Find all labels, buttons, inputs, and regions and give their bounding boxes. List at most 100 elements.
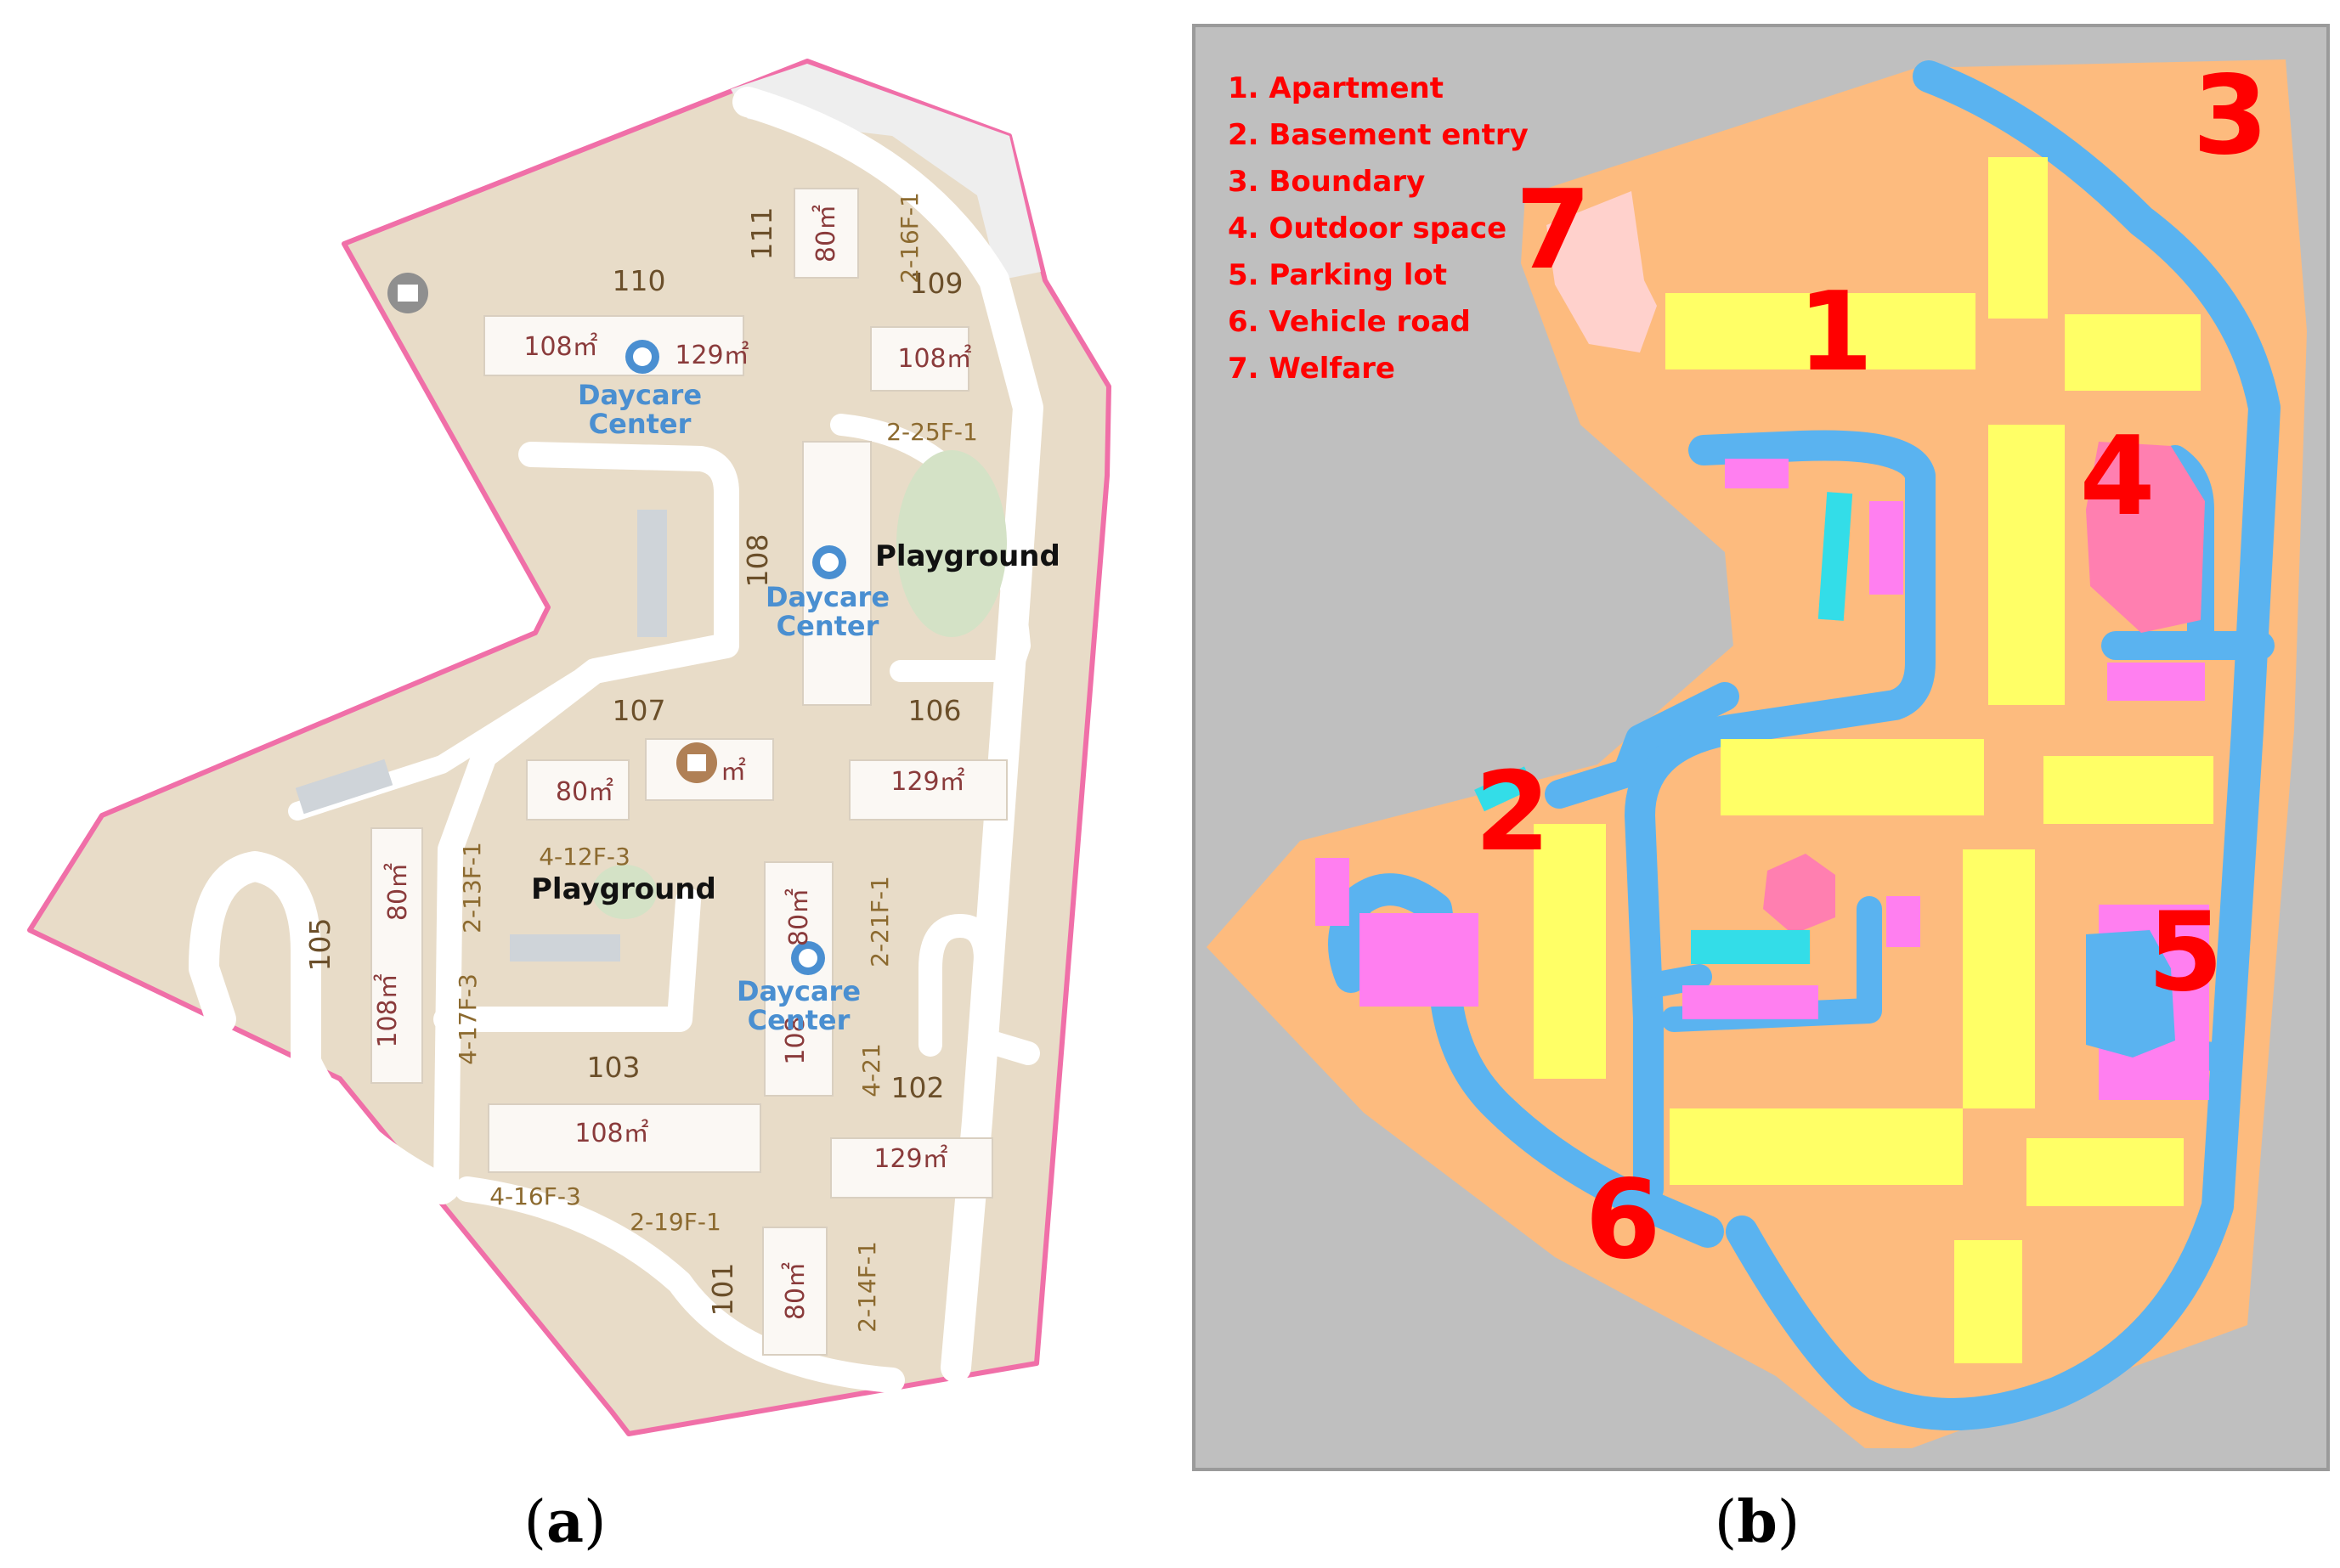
unit-area-label: 80㎡: [556, 777, 613, 807]
legend-item-boundary: 3. Boundary: [1228, 165, 1425, 199]
unit-area-label: 129㎡: [873, 1144, 947, 1174]
floor-label: 4-12F-3: [539, 843, 630, 871]
panel-b-apartment: [1954, 1240, 2022, 1363]
panel-b-road-east: [1726, 60, 2281, 1430]
playground-label: Playground: [875, 539, 1060, 573]
region-marker-welfare: 7: [1515, 167, 1591, 294]
panel-b-parking-lot: [2107, 663, 2205, 701]
legend-item-vehicle-road: 6. Vehicle road: [1228, 305, 1471, 339]
community-building-icon: [387, 273, 428, 313]
unit-area-label: 129㎡: [675, 341, 749, 370]
panel-a-building-block: [870, 326, 969, 392]
floor-label: 4-16F-3: [489, 1182, 581, 1210]
panel-b-apartment: [1721, 739, 1984, 815]
panel-a-building-block: [764, 861, 834, 1097]
panel-a-building-block: [849, 759, 1008, 821]
floor-label: 2-13F-1: [458, 842, 486, 933]
region-marker-vehicle-road: 6: [1585, 1157, 1660, 1283]
unit-area-label: 80㎡: [784, 888, 814, 946]
playground-label: Playground: [531, 872, 716, 906]
panel-b-caption-letter: b: [1737, 1488, 1778, 1556]
panel-b-parking-lot: [1359, 913, 1478, 1007]
panel-a-parking-strip: [637, 510, 667, 637]
panel-b-apartment: [2065, 314, 2201, 391]
panel-a-map: 110 111 109 108 107 106 105 103 102 101 …: [27, 59, 1111, 1436]
legend-item-apartment: 1. Apartment: [1228, 71, 1444, 105]
panel-a-building-block: [762, 1227, 828, 1356]
panel-a-parking-strip: [510, 934, 620, 962]
floor-label: 2-19F-1: [630, 1208, 721, 1236]
panel-b-basement-entry: [1691, 930, 1810, 964]
region-marker-apartment: 1: [1797, 269, 1873, 396]
building-number: 109: [910, 267, 964, 300]
panel-a-caption-letter: a: [546, 1488, 584, 1556]
floor-label: 4-21: [857, 1043, 885, 1097]
building-number: 102: [891, 1071, 945, 1104]
building-number: 108: [741, 534, 774, 588]
unit-area-label: 108㎡: [373, 973, 403, 1047]
unit-area-label: 108: [781, 1016, 811, 1064]
panel-a-building-block: [830, 1137, 993, 1199]
panel-b-apartment: [1963, 849, 2035, 1108]
building-number: 110: [613, 264, 666, 297]
unit-area-label: 80㎡: [811, 205, 841, 262]
panel-a-road-parking-loop: [918, 914, 1040, 1065]
panel-b-parking-lot: [1725, 459, 1789, 488]
panel-b-apartment: [2043, 756, 2213, 824]
panel-b-apartment: [1665, 293, 1975, 369]
unit-area-label: 80㎡: [781, 1262, 811, 1320]
panel-b-basement-entry: [1474, 766, 1535, 812]
panel-b-apartment: [1988, 157, 2048, 319]
daycare-label: Daycare: [766, 581, 890, 613]
panel-b-apartment: [1670, 1108, 1963, 1185]
panel-a-caption: (a): [523, 1488, 606, 1556]
panel-b-basement-entries: [1474, 492, 1853, 964]
panel-b-apartments: [1534, 157, 2213, 1363]
panel-a-park: [896, 450, 1007, 637]
region-marker-outdoor-space: 4: [2079, 414, 2155, 540]
daycare-icon: [812, 545, 846, 579]
panel-b-road-link: [1545, 682, 1739, 809]
panel-a-road-west-curve: [189, 851, 457, 1204]
panel-b-parking-lot: [1869, 501, 1903, 595]
floor-label: 2-25F-1: [886, 418, 978, 446]
building-number: 111: [745, 207, 778, 261]
panel-b-segmentation: 1. Apartment 2. Basement entry 3. Bounda…: [1192, 24, 2330, 1471]
panel-b-apartment: [1988, 425, 2065, 705]
floor-label: 2-21F-1: [866, 876, 894, 967]
daycare-label: Center: [777, 610, 879, 642]
unit-area-label: 108㎡: [523, 332, 597, 362]
panel-b-parking-structure: [2086, 930, 2175, 1058]
building-number: 103: [587, 1051, 641, 1084]
panel-b-welfare: [1546, 191, 1657, 353]
unit-area-label: 108㎡: [574, 1119, 648, 1148]
panel-b-outdoor-space: [2086, 442, 2205, 633]
panel-a-park: [592, 865, 657, 919]
legend-item-parking-lot: 5. Parking lot: [1228, 258, 1447, 292]
panel-b-apartment: [2026, 1138, 2184, 1206]
floor-label: 2-14F-1: [853, 1241, 881, 1333]
panel-b-road-central: [1625, 430, 1936, 1204]
legend-item-welfare: 7. Welfare: [1228, 352, 1395, 386]
daycare-label: Center: [748, 1004, 851, 1036]
floor-label: 4-17F-3: [454, 973, 482, 1065]
panel-b-caption: (b): [1715, 1488, 1800, 1556]
panel-b-parking-lot: [1315, 858, 1349, 926]
legend-item-basement-entry: 2. Basement entry: [1228, 118, 1529, 152]
panel-a-road-lower: [433, 888, 905, 1393]
daycare-label: Center: [589, 408, 692, 440]
welfare-facility-icon: [676, 742, 717, 783]
panel-a-road-east: [732, 87, 1043, 1383]
panel-a-parking-strip: [295, 759, 393, 815]
panel-b-legend: 1. Apartment 2. Basement entry 3. Bounda…: [1228, 71, 1529, 386]
unit-area-label: ㎡: [721, 757, 746, 787]
building-number: 107: [613, 694, 666, 727]
panel-a-building-block: [483, 315, 744, 376]
panel-a-building-block: [370, 827, 423, 1084]
region-marker-parking-lot: 5: [2147, 889, 2223, 1016]
daycare-icon: [791, 941, 825, 975]
legend-item-outdoor-space: 4. Outdoor space: [1228, 212, 1506, 245]
building-number: 101: [706, 1263, 739, 1317]
panel-a-building-block: [526, 759, 630, 821]
